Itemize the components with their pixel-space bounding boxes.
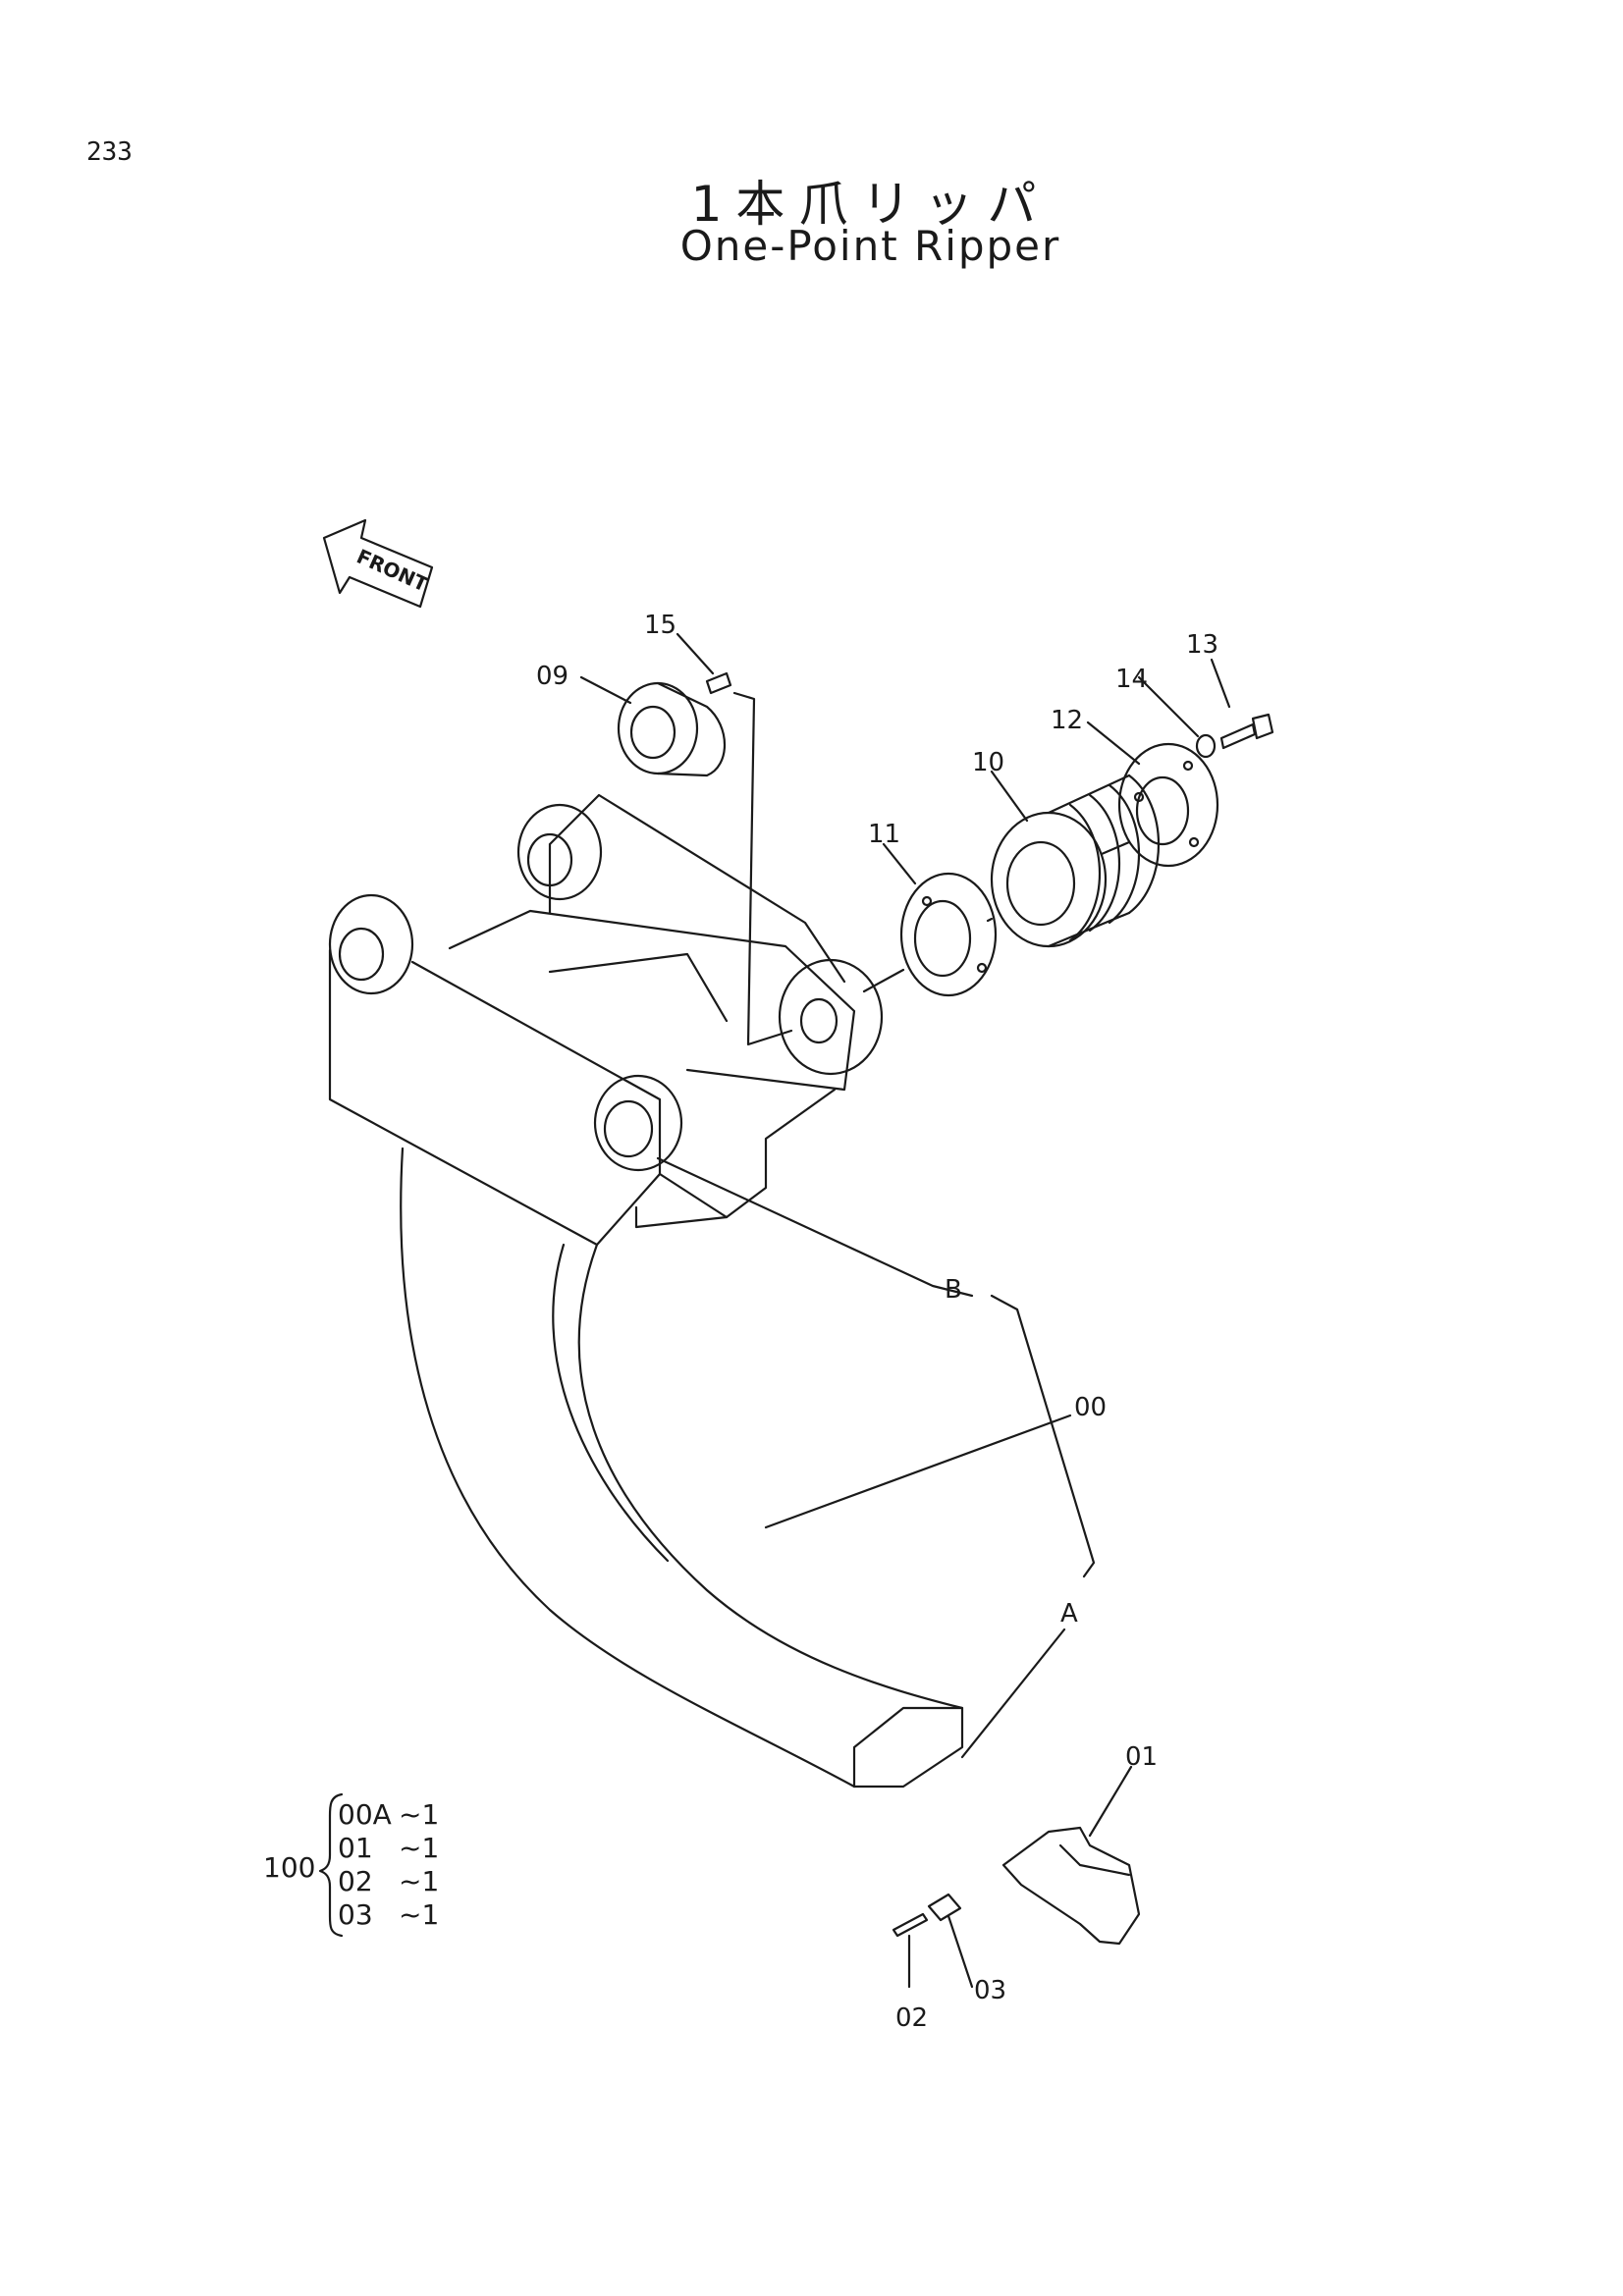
kit-item-qty: ~1	[399, 1798, 439, 1831]
kit-item-part: 02	[338, 1865, 373, 1897]
callout-11: 11	[868, 820, 900, 849]
leader-lines	[579, 632, 1231, 1989]
kit-item-part: 00A	[338, 1798, 392, 1831]
callout-09: 09	[536, 662, 568, 691]
callout-02: 02	[895, 2003, 928, 2033]
kit-item-qty: ~1	[399, 1865, 439, 1897]
part-01-tooth	[1001, 1826, 1141, 1946]
part-11-ring	[899, 872, 998, 997]
part-15-pin	[705, 671, 732, 695]
callout-B: B	[945, 1275, 962, 1305]
leader-axis	[862, 840, 1131, 993]
callout-12: 12	[1051, 706, 1083, 735]
front-label: FRONT	[353, 545, 432, 597]
callout-14: 14	[1115, 665, 1148, 694]
part-12-plate	[1117, 742, 1219, 868]
title-japanese: 1本爪リッパ	[690, 176, 1051, 233]
part-13-bolt	[1219, 713, 1274, 750]
part-09-collar	[617, 681, 727, 777]
part-03-lock	[927, 1893, 962, 1922]
callout-01: 01	[1125, 1742, 1158, 1772]
leader-line-09	[732, 691, 793, 1046]
kit-note: 100 00A ~1 01 ~1 02 ~1 03 ~1	[263, 1792, 439, 1938]
kit-brace	[318, 1792, 344, 1938]
part-10-bushing	[990, 774, 1161, 948]
kit-number: 100	[263, 1851, 315, 1884]
front-arrow-icon: FRONT	[322, 518, 434, 609]
callout-A: A	[1060, 1599, 1078, 1629]
ripper-shank	[328, 793, 964, 1789]
kit-item-qty: ~1	[399, 1832, 439, 1864]
kit-item-part: 03	[338, 1898, 373, 1931]
callout-13: 13	[1186, 630, 1218, 660]
callout-10: 10	[972, 748, 1004, 777]
kit-item-part: 01	[338, 1832, 373, 1864]
kit-item-qty: ~1	[399, 1898, 439, 1931]
callout-15: 15	[644, 611, 676, 640]
title-english: One-Point Ripper	[679, 222, 1061, 270]
part-14-washer	[1195, 733, 1217, 759]
part-02-pin	[892, 1912, 929, 1938]
callout-00: 00	[1074, 1393, 1107, 1422]
bracket-bosses	[328, 803, 884, 1172]
page-number: 233	[86, 137, 133, 167]
callout-03: 03	[974, 1976, 1006, 2005]
